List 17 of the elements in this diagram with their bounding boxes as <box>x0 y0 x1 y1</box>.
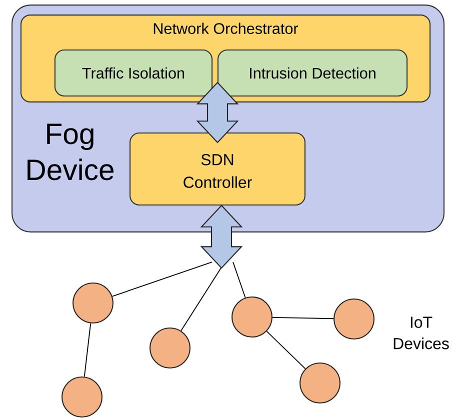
controller-box: SDN Controller <box>130 132 306 206</box>
connector-line <box>266 330 306 370</box>
device-circle <box>72 282 114 324</box>
connector-line <box>112 262 212 297</box>
device-circle <box>61 376 103 418</box>
device-circle <box>333 298 375 340</box>
connector-line <box>84 322 92 378</box>
process-box: Traffic Isolation <box>54 49 213 97</box>
connector-line <box>272 316 334 320</box>
device-circle <box>149 327 191 369</box>
connector-line <box>232 262 246 298</box>
connector-line <box>180 268 222 332</box>
text-label: IoT Devices <box>394 316 449 350</box>
device-circle <box>299 362 341 404</box>
process-box: Intrusion Detection <box>217 49 408 97</box>
double-arrow <box>196 82 239 144</box>
device-circle <box>231 296 273 338</box>
